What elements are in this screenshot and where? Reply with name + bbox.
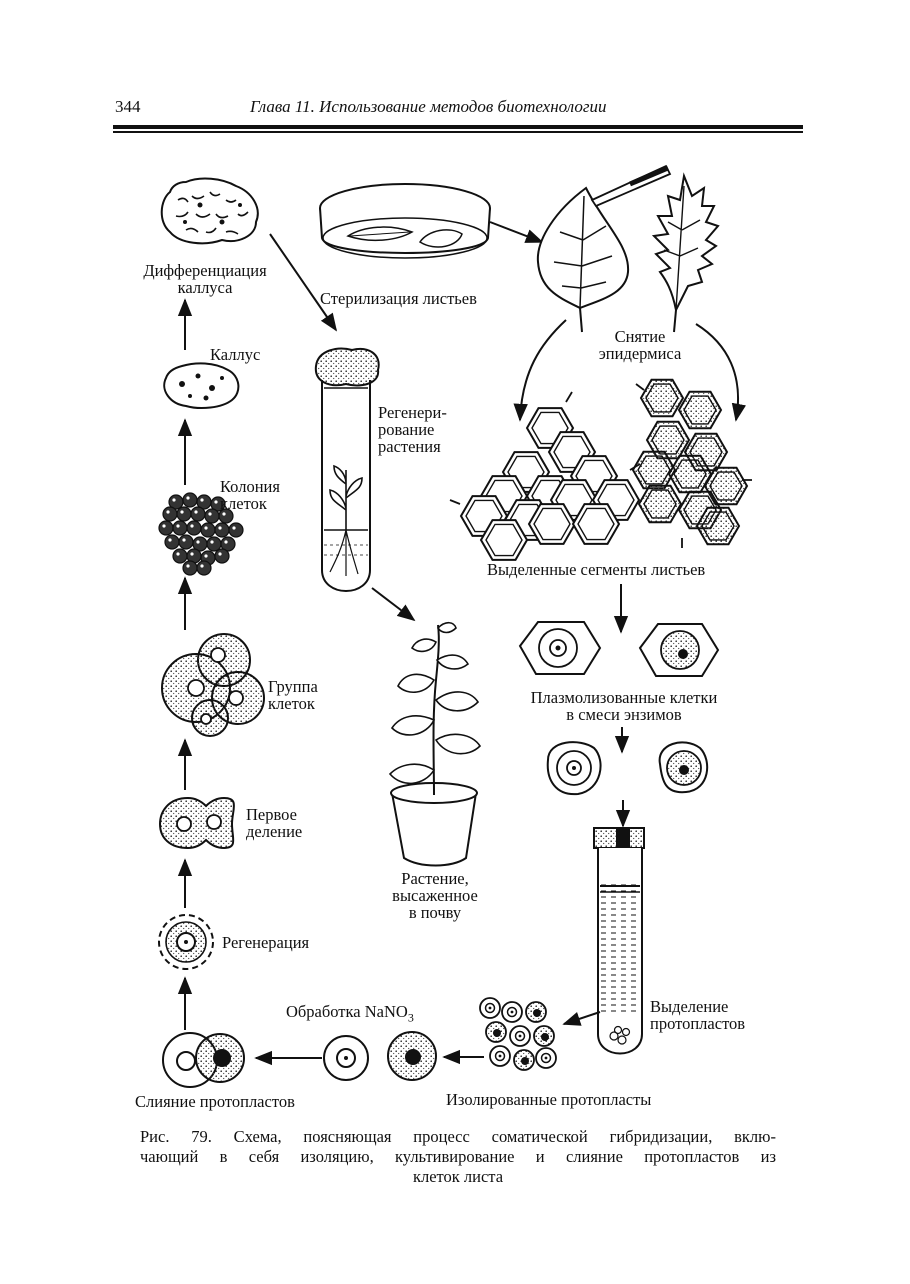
fused-protoplasts-icon — [162, 1032, 245, 1088]
serrated-leaf-icon — [651, 172, 720, 333]
released-protoplast-1-icon — [546, 741, 602, 796]
regeneration-label: Регенерация — [222, 933, 310, 952]
header-rule-thin — [113, 131, 803, 133]
petri-dish-icon — [319, 183, 491, 259]
callus-icon — [163, 362, 240, 409]
protoplast-isolation-tube-icon — [593, 827, 645, 1055]
cell-colony-icon — [158, 492, 244, 576]
plasmolyzed-cell-1-icon — [518, 621, 602, 675]
leaf-segment-filled-cells-icon — [631, 378, 752, 548]
isolated-leaf-segments-label: Выделенные сегменты листьев — [487, 560, 706, 579]
isolated-protoplasts-cluster-icon — [479, 997, 557, 1071]
callus-label: Каллус — [210, 345, 261, 364]
running-head: Глава 11. Использование методов биотехно… — [250, 97, 607, 116]
center-arrows — [269, 221, 544, 622]
figure-caption-end: клеток листа — [412, 1167, 504, 1186]
regeneration-test-tube-icon — [314, 347, 380, 592]
protoplast-filled-icon — [387, 1031, 437, 1081]
heart-leaf-icon — [536, 164, 672, 333]
figure-caption: Рис. 79. Схема, поясняющая процесс сомат… — [140, 1127, 776, 1166]
cell-group-icon — [161, 633, 265, 737]
header-rule-thick — [113, 125, 803, 129]
leaf-segment-empty-cells-icon — [449, 391, 641, 561]
nano3-treatment-label: Обработка NaNO3 — [286, 1002, 414, 1025]
bottom-arrows — [254, 1011, 601, 1066]
epidermis-arrows — [513, 319, 746, 422]
regenerating-protoplast-icon — [158, 914, 214, 970]
page-number: 344 — [115, 97, 141, 116]
plasmolyzed-cell-2-icon — [638, 623, 720, 677]
protoplast-empty-icon — [323, 1035, 369, 1081]
segments-arrow — [613, 584, 631, 828]
protoplast-fusion-label: Слияние протопластов — [135, 1092, 295, 1111]
released-protoplast-2-icon — [658, 741, 709, 794]
differentiated-callus-icon — [160, 177, 259, 245]
first-division-icon — [158, 796, 235, 850]
potted-plant-icon — [388, 621, 482, 867]
isolated-protoplasts-label: Изолированные протопласты — [446, 1090, 652, 1109]
leaf-sterilization-label: Стерилизация листьев — [320, 289, 477, 308]
